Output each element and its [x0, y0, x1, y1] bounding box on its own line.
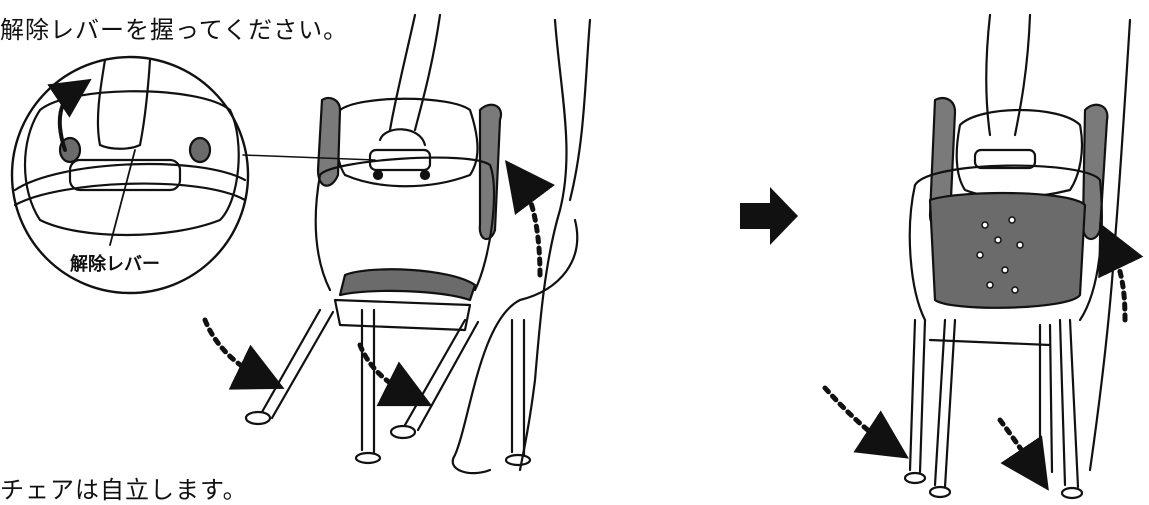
chair-leg-back-right: [510, 318, 526, 457]
chair-leg-front-right: [403, 318, 480, 432]
callout-knob-right: [188, 136, 212, 164]
hand-on-lever: [378, 128, 427, 147]
detail-callout-circle: [10, 55, 250, 295]
person-leg-left: [451, 18, 592, 475]
callout-leader-line: [109, 149, 136, 246]
chair-leg-2a: [908, 318, 927, 474]
instruction-text-grip-lever: 解除レバーを握ってください。: [0, 16, 349, 44]
left-step-illustration: [10, 13, 592, 475]
chair-leg-front-left: [260, 308, 335, 420]
instruction-text-chair-stands: チェアは自立します。: [0, 476, 248, 504]
leg-arrow-r2: [997, 417, 1049, 491]
release-lever-label: 解除レバー: [70, 254, 160, 275]
chair-leg-2d: [1038, 323, 1054, 474]
lever-handle-2: [973, 148, 1037, 170]
lift-arrow-right: [505, 159, 555, 278]
chair-back-frame-2: [955, 108, 1084, 199]
chair-seat: [338, 268, 477, 302]
person-arm-right: [985, 13, 1032, 137]
callout-lift-arrow: [47, 78, 92, 152]
right-arrow-icon: [740, 187, 798, 245]
chair-leg-2b: [933, 318, 957, 489]
chair-leg-2c: [1058, 318, 1080, 489]
leg-unfold-arrow-2: [357, 342, 433, 407]
chair-leg-back-left: [360, 308, 376, 454]
right-step-illustration: [822, 13, 1144, 500]
frame-loop: [314, 156, 496, 292]
person-leg-right: [518, 18, 568, 472]
lift-arrow-r3: [1098, 222, 1144, 323]
callout-hand: [96, 58, 152, 150]
armrest-right: [478, 103, 503, 241]
person-arm: [388, 13, 442, 132]
chair-back-frame: [335, 97, 479, 188]
leg-unfold-arrow-1: [202, 317, 285, 390]
seat-understructure: [333, 298, 472, 332]
leg-arrow-r1: [822, 385, 909, 459]
chair-seat-folded: [928, 191, 1087, 309]
